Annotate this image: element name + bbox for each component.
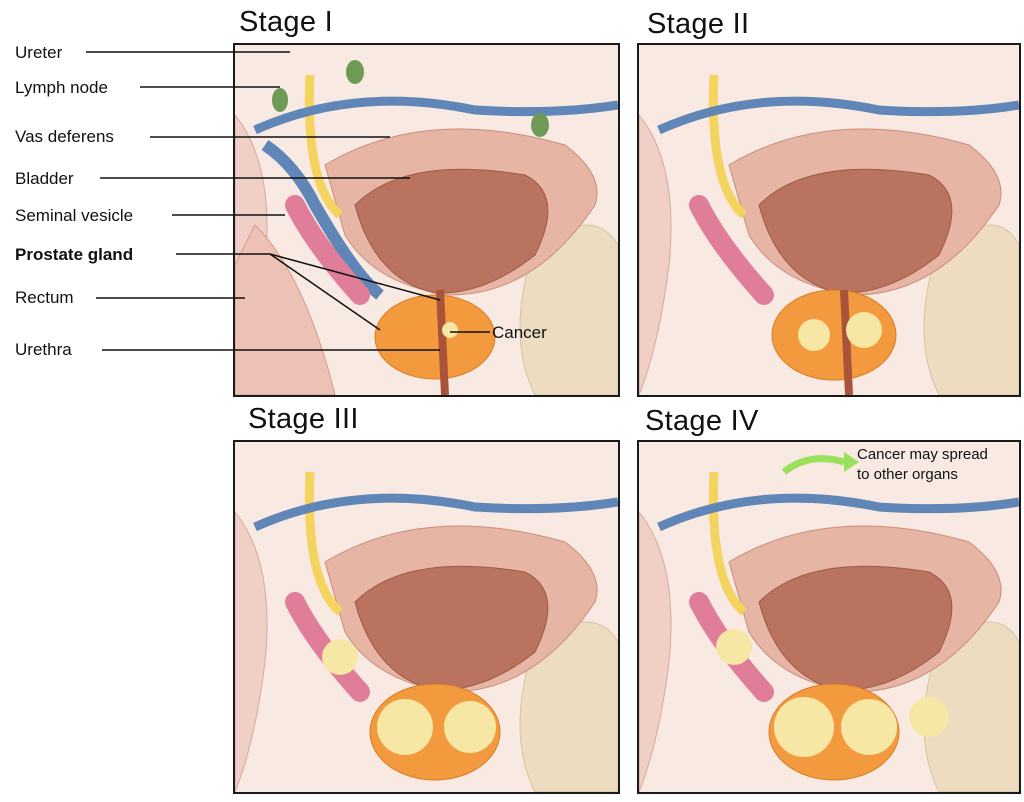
stage-4-panel	[637, 440, 1021, 794]
stage-2-illustration	[639, 45, 1019, 395]
label-cancer: Cancer	[492, 323, 547, 342]
spread-arrow	[781, 455, 845, 475]
stage-3-panel	[233, 440, 620, 794]
stage-2-title: Stage II	[647, 8, 750, 40]
cancer-cluster	[846, 312, 882, 348]
stage-2-panel	[637, 43, 1021, 397]
stage-4-title: Stage IV	[645, 405, 759, 437]
label-vas-deferens: Vas deferens	[15, 127, 114, 146]
spread-note-line2: to other organs	[857, 466, 958, 483]
label-rectum: Rectum	[15, 288, 74, 307]
label-bladder: Bladder	[15, 169, 74, 188]
cancer-cell	[442, 322, 458, 338]
label-ureter: Ureter	[15, 43, 63, 62]
stage-1-illustration	[235, 45, 618, 395]
cancer-cluster	[798, 319, 830, 351]
spread-note-line1: Cancer may spread	[857, 446, 988, 463]
stage-1-panel	[233, 43, 620, 397]
label-urethra: Urethra	[15, 340, 72, 359]
stage-3-title: Stage III	[248, 403, 359, 435]
stage-1-title: Stage I	[239, 6, 333, 38]
stage-4-illustration	[639, 442, 1019, 792]
stage-3-illustration	[235, 442, 618, 792]
label-lymph-node: Lymph node	[15, 78, 108, 97]
label-prostate-gland: Prostate gland	[15, 245, 134, 264]
label-seminal-vesicle: Seminal vesicle	[15, 206, 134, 225]
